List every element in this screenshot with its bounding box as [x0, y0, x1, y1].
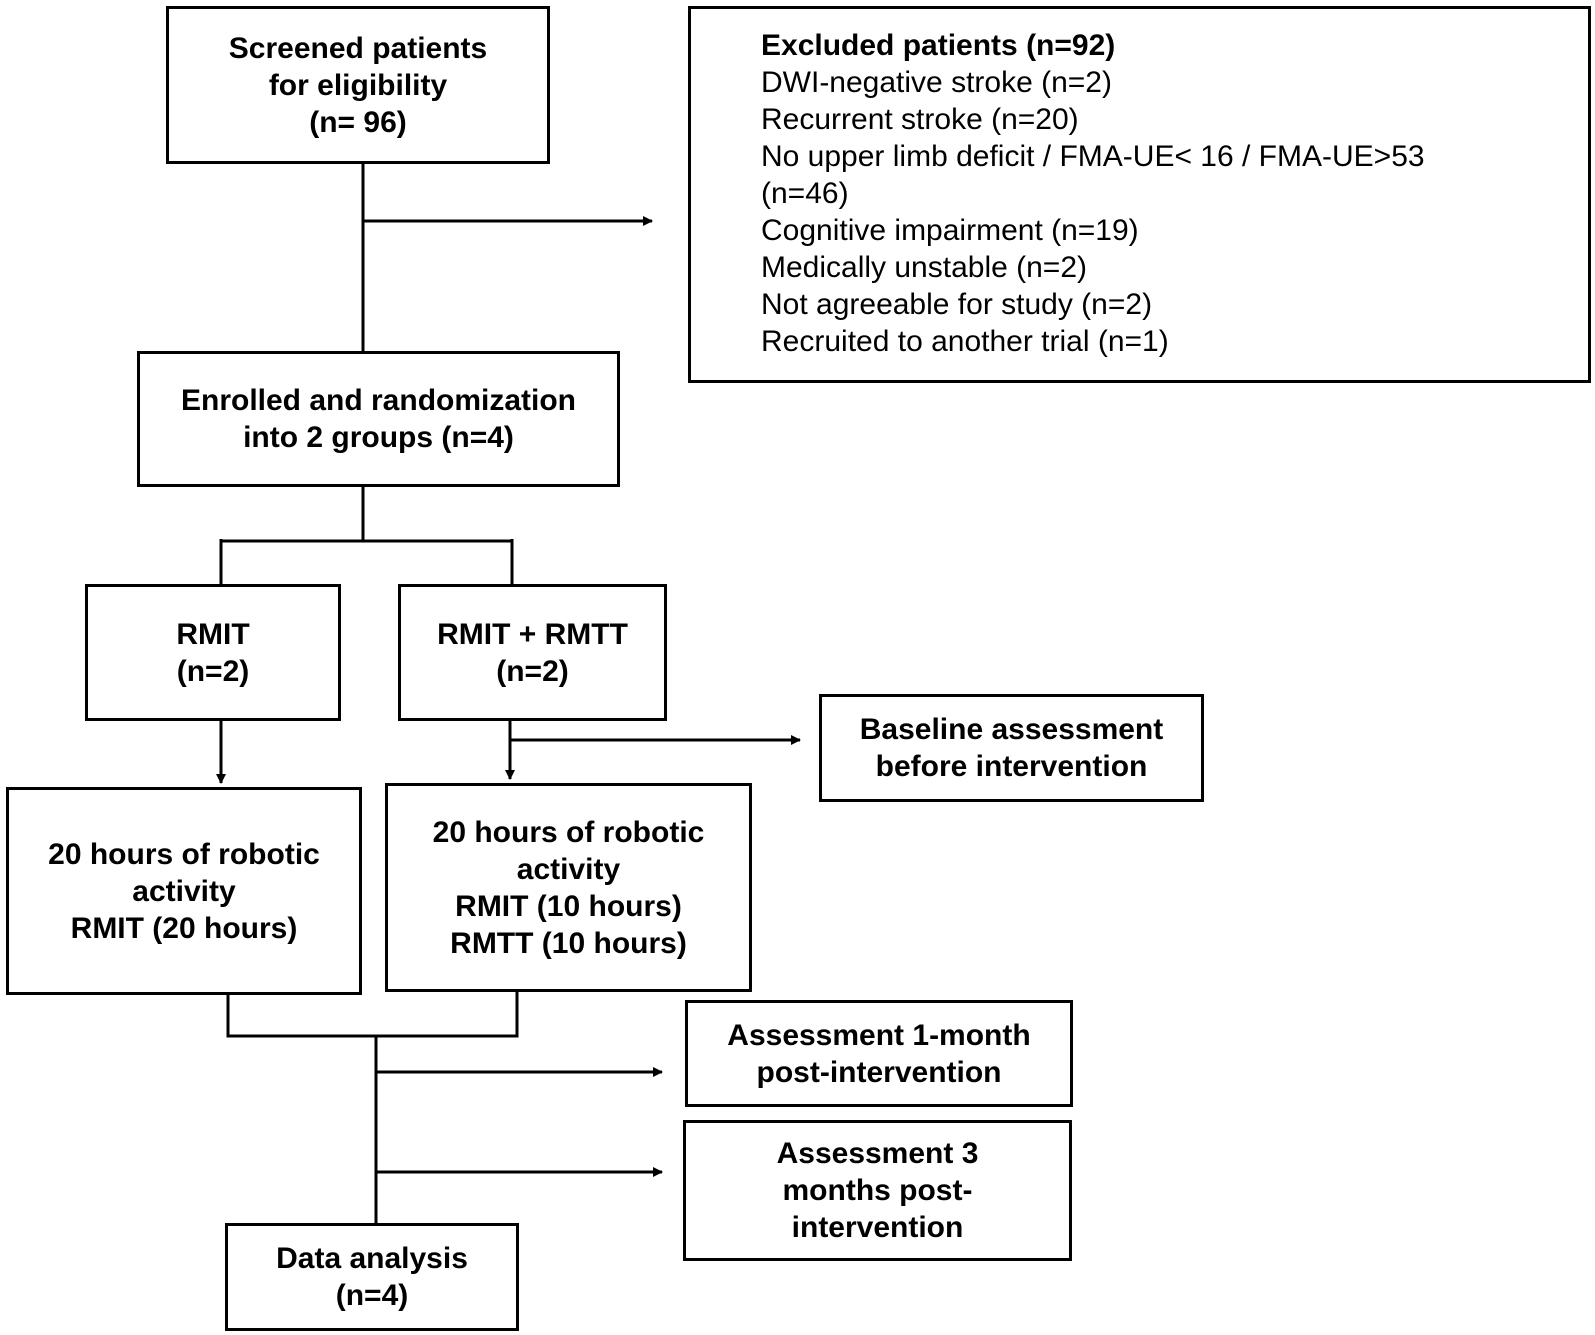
excluded-reason: Cognitive impairment (n=19)	[761, 214, 1139, 247]
excluded-reason: No upper limb deficit / FMA-UE< 16 / FMA…	[761, 140, 1425, 173]
intervention-combo-line2: activity	[516, 852, 621, 886]
group-combo-line2: (n=2)	[496, 654, 569, 688]
connector-enrolled-split	[219, 485, 514, 584]
screening-line3: (n= 96)	[309, 105, 407, 139]
enrolled-box: Enrolled and randomization into 2 groups…	[137, 351, 620, 487]
baseline-box: Baseline assessment before intervention	[819, 694, 1204, 802]
screening-line2: for eligibility	[268, 68, 448, 102]
excluded-reason: Recruited to another trial (n=1)	[761, 325, 1169, 358]
assessment-1m-line1: Assessment 1-month	[727, 1018, 1031, 1052]
assessment-1m-line2: post-intervention	[756, 1055, 1002, 1089]
excluded-reason: Medically unstable (n=2)	[761, 251, 1088, 284]
data-analysis-box: Data analysis (n=4)	[225, 1223, 519, 1331]
excluded-box: Excluded patients (n=92) DWI-negative st…	[688, 6, 1591, 383]
intervention-combo-line1: 20 hours of robotic	[432, 815, 705, 849]
assessment-3m-line1: Assessment 3	[776, 1137, 979, 1170]
assessment-3m-line2: months post-	[782, 1174, 973, 1207]
baseline-line1: Baseline assessment	[859, 713, 1164, 746]
group-rmit-box: RMIT (n=2)	[85, 584, 341, 721]
enrolled-line1: Enrolled and randomization	[180, 384, 577, 417]
intervention-rmit-line2: activity	[132, 874, 236, 908]
group-rmit-line1: RMIT	[176, 617, 250, 651]
excluded-reason: (n=46)	[761, 177, 849, 210]
intervention-combo-line3: RMIT (10 hours)	[455, 889, 682, 923]
excluded-reason: DWI-negative stroke (n=2)	[761, 66, 1112, 99]
group-rmit-line2: (n=2)	[176, 654, 250, 688]
data-analysis-line1: Data analysis	[276, 1242, 468, 1275]
screening-box: Screened patients for eligibility (n= 96…	[166, 6, 550, 164]
excluded-title: Excluded patients (n=92)	[761, 29, 1116, 62]
assessment-1m-box: Assessment 1-month post-intervention	[685, 1000, 1073, 1107]
intervention-combo-line4: RMTT (10 hours)	[450, 926, 687, 960]
baseline-line2: before intervention	[875, 750, 1148, 783]
intervention-combo-box: 20 hours of robotic activity RMIT (10 ho…	[385, 783, 752, 992]
assessment-3m-line3: intervention	[791, 1211, 964, 1244]
connector-interventions-merge	[226, 989, 519, 1223]
intervention-rmit-line1: 20 hours of robotic	[48, 837, 320, 871]
intervention-rmit-box: 20 hours of robotic activity RMIT (20 ho…	[6, 787, 362, 995]
intervention-rmit-line3: RMIT (20 hours)	[70, 911, 298, 945]
excluded-reason: Recurrent stroke (n=20)	[761, 103, 1079, 136]
group-combo-box: RMIT + RMTT (n=2)	[398, 584, 667, 721]
enrolled-line2: into 2 groups (n=4)	[243, 421, 514, 454]
assessment-3m-box: Assessment 3 months post- intervention	[683, 1120, 1072, 1261]
screening-line1: Screened patients	[228, 31, 488, 65]
data-analysis-line2: (n=4)	[335, 1279, 409, 1312]
excluded-reason: Not agreeable for study (n=2)	[761, 288, 1153, 321]
group-combo-line1: RMIT + RMTT	[437, 617, 628, 651]
